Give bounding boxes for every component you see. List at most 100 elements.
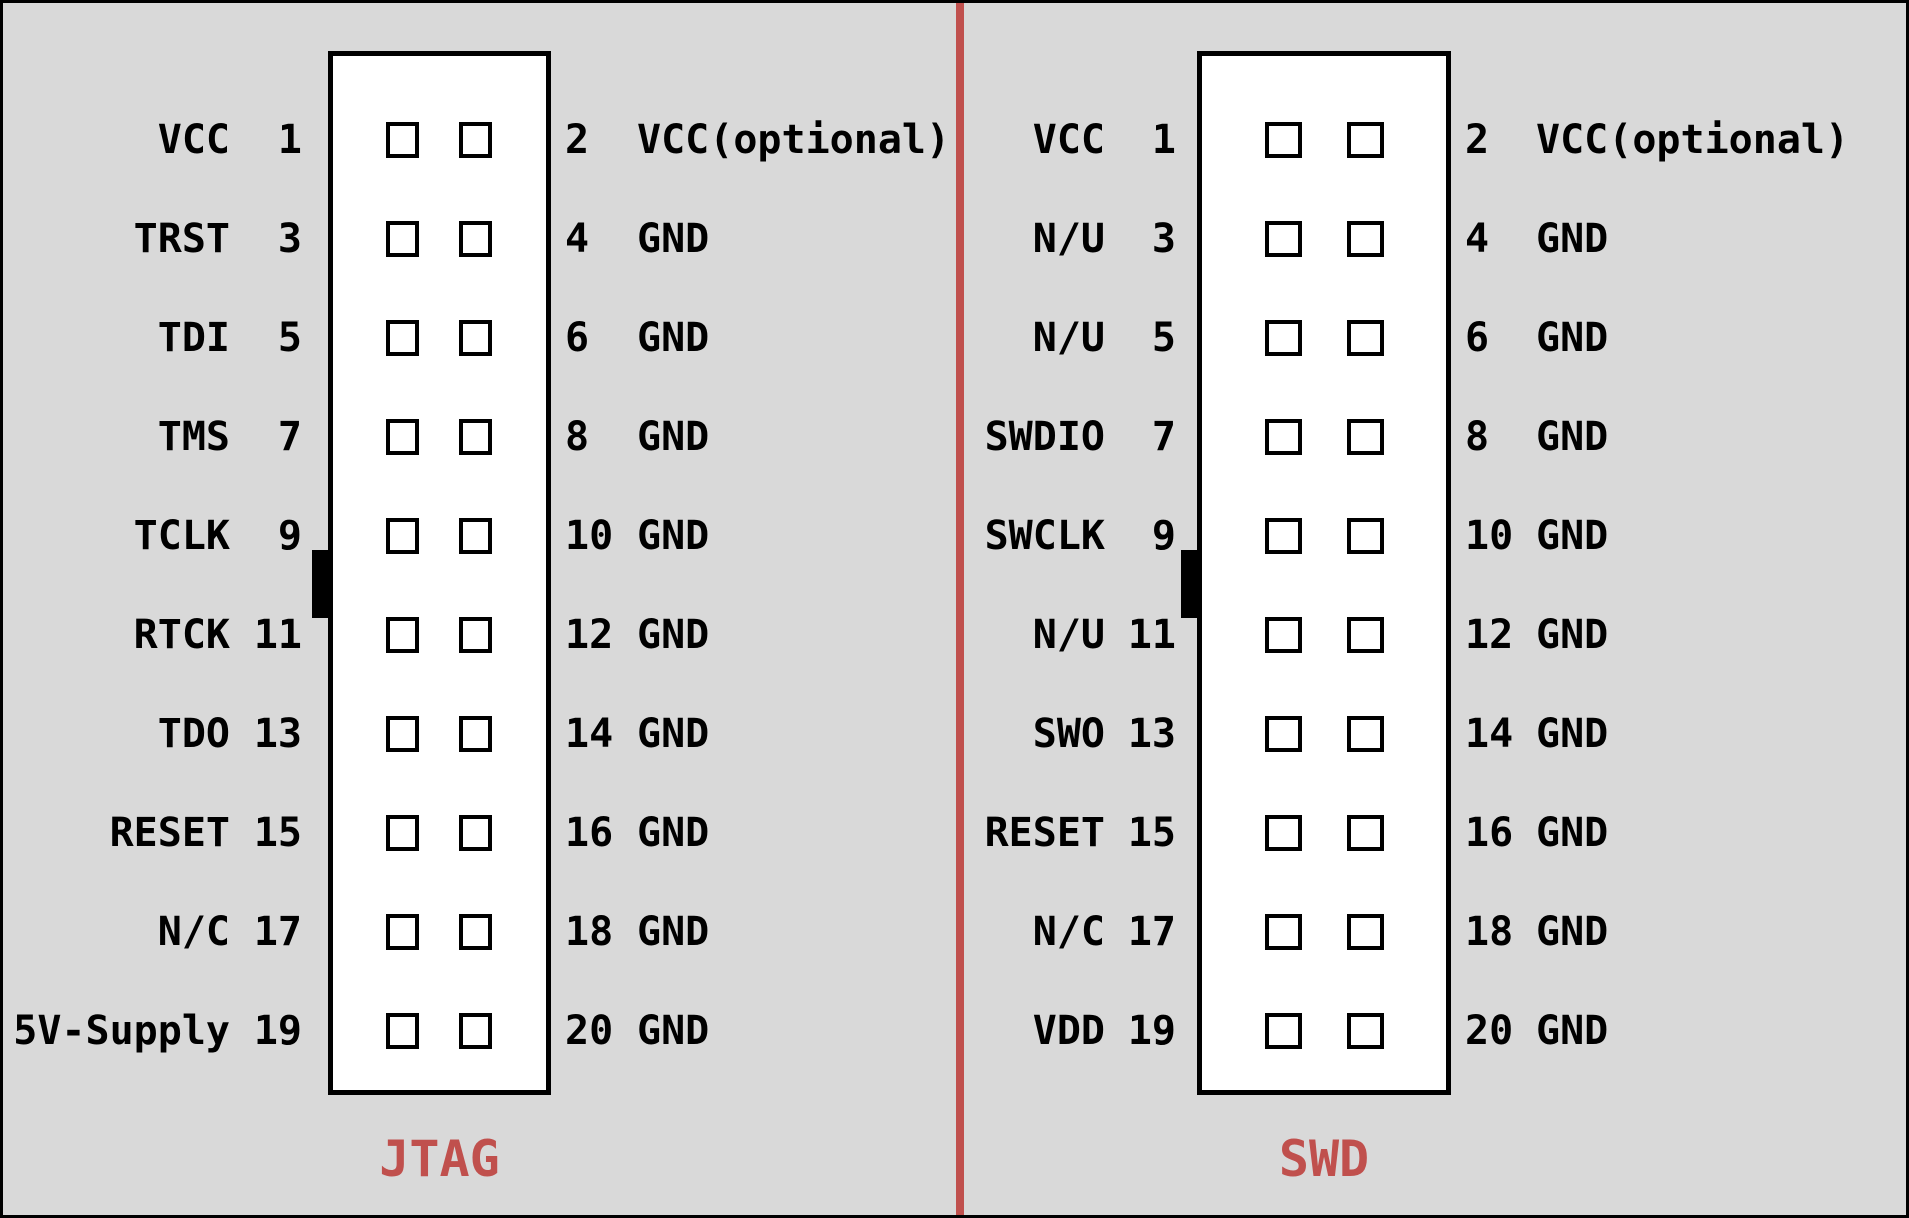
pin-number-right: 14	[565, 711, 614, 757]
pin-square	[386, 518, 419, 554]
pin-name-right: GND	[637, 1008, 710, 1054]
pin-name-left: TCLK	[133, 513, 230, 559]
pin-name-left: VDD	[1032, 1008, 1105, 1054]
pin-square	[459, 914, 492, 950]
pin-name-left: N/U	[1032, 216, 1105, 262]
pin-name-right: GND	[1536, 612, 1609, 658]
pin-row: VCC 1 2 VCC(optional)	[3, 114, 1906, 166]
pin-square	[1265, 221, 1302, 257]
pin-name-left: SWO	[1032, 711, 1105, 757]
pin-square	[459, 617, 492, 653]
pin-number-right: 4	[1465, 216, 1490, 262]
pin-square	[459, 815, 492, 851]
pin-name-right: GND	[637, 216, 710, 262]
pin-row: TCLK 9 10 GND	[3, 510, 1906, 562]
pin-number-right: 10	[1465, 513, 1514, 559]
pin-row: VDD 19 20 GND	[3, 1005, 1906, 1057]
pin-square	[386, 419, 419, 455]
pin-name-left: TDO	[157, 711, 230, 757]
pin-square	[1347, 518, 1384, 554]
jtag-connector-notch	[312, 550, 331, 618]
jtag-title: JTAG	[379, 1130, 500, 1188]
pin-name-left: RTCK	[133, 612, 230, 658]
pin-row: TDO 13 14 GND	[3, 708, 1906, 760]
pin-square	[386, 122, 419, 158]
pin-number-left: 3	[277, 216, 302, 262]
pin-square	[459, 122, 492, 158]
pin-row: RTCK 11 12 GND	[3, 609, 1906, 661]
pin-name-left: N/U	[1032, 315, 1105, 361]
pin-name-left: SWCLK	[984, 513, 1105, 559]
pin-square	[459, 419, 492, 455]
pin-square	[1265, 815, 1302, 851]
pin-name-right: VCC(optional)	[637, 117, 951, 163]
pin-name-right: GND	[1536, 414, 1609, 460]
pin-square	[1265, 122, 1302, 158]
pin-row: SWO 13 14 GND	[3, 708, 1906, 760]
swd-connector-body	[1197, 51, 1451, 1095]
pin-square	[1347, 320, 1384, 356]
pin-number-left: 9	[1151, 513, 1176, 559]
pin-number-right: 20	[1465, 1008, 1514, 1054]
panel-divider	[956, 3, 964, 1215]
pin-name-right: GND	[637, 414, 710, 460]
pin-number-right: 2	[1465, 117, 1490, 163]
pin-name-left: N/C	[1032, 909, 1105, 955]
pin-number-left: 7	[1151, 414, 1176, 460]
pin-name-right: GND	[637, 711, 710, 757]
pin-square	[386, 320, 419, 356]
pin-number-right: 4	[565, 216, 590, 262]
pin-name-left: 5V-Supply	[13, 1008, 230, 1054]
pin-square	[1347, 221, 1384, 257]
pin-number-right: 16	[1465, 810, 1514, 856]
pin-square	[386, 617, 419, 653]
pin-square	[386, 914, 419, 950]
pin-square	[386, 1013, 419, 1049]
pin-name-right: GND	[637, 612, 710, 658]
pin-square	[1265, 320, 1302, 356]
pin-number-left: 9	[277, 513, 302, 559]
pin-name-right: GND	[1536, 1008, 1609, 1054]
pin-number-left: 1	[277, 117, 302, 163]
pin-name-left: VCC	[157, 117, 230, 163]
pin-name-right: VCC(optional)	[1536, 117, 1850, 163]
pin-square	[1347, 617, 1384, 653]
pin-number-left: 19	[1127, 1008, 1176, 1054]
pin-name-left: RESET	[109, 810, 230, 856]
pin-number-right: 20	[565, 1008, 614, 1054]
pin-name-left: TMS	[157, 414, 230, 460]
pin-square	[459, 518, 492, 554]
pin-number-left: 13	[1127, 711, 1176, 757]
pin-number-left: 15	[1127, 810, 1176, 856]
pin-number-left: 17	[253, 909, 302, 955]
pin-square	[386, 716, 419, 752]
pin-name-right: GND	[1536, 711, 1609, 757]
pin-number-left: 11	[1127, 612, 1176, 658]
pin-name-left: RESET	[984, 810, 1105, 856]
pin-name-right: GND	[1536, 216, 1609, 262]
pin-name-right: GND	[637, 513, 710, 559]
pin-square	[1265, 914, 1302, 950]
pin-square	[386, 221, 419, 257]
pin-square	[386, 815, 419, 851]
pin-square	[459, 221, 492, 257]
pin-number-left: 11	[253, 612, 302, 658]
pin-number-left: 5	[277, 315, 302, 361]
pin-number-right: 12	[565, 612, 614, 658]
pin-number-left: 3	[1151, 216, 1176, 262]
pin-row: SWCLK 9 10 GND	[3, 510, 1906, 562]
pin-name-right: GND	[1536, 810, 1609, 856]
pin-name-left: VCC	[1032, 117, 1105, 163]
pin-square	[1347, 419, 1384, 455]
pin-square	[1347, 122, 1384, 158]
pin-row: VCC 1 2 VCC(optional)	[3, 114, 1906, 166]
pin-square	[459, 320, 492, 356]
pin-name-right: GND	[637, 810, 710, 856]
pin-square	[1347, 716, 1384, 752]
pin-name-right: GND	[637, 315, 710, 361]
pin-number-right: 6	[1465, 315, 1490, 361]
pin-number-right: 6	[565, 315, 590, 361]
pin-name-left: SWDIO	[984, 414, 1105, 460]
